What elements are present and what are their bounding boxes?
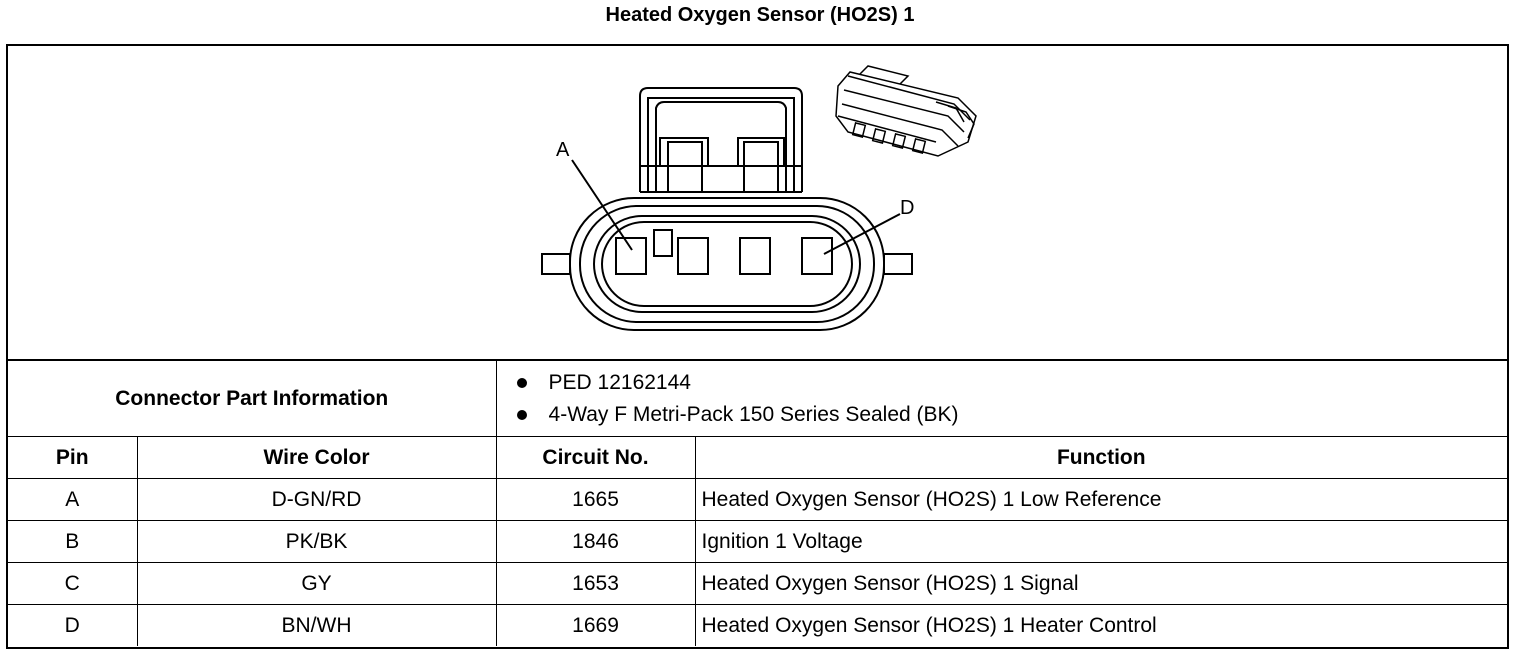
cell-pin: C (8, 562, 138, 605)
part-number-text: PED 12162144 (548, 370, 691, 394)
header-pin: Pin (8, 436, 138, 479)
table-row: B PK/BK 1846 Ignition 1 Voltage (8, 520, 1508, 563)
page-title: Heated Oxygen Sensor (HO2S) 1 (605, 4, 915, 26)
list-item: PED 12162144 (516, 367, 1502, 399)
cell-pin: D (8, 604, 138, 646)
table-header-row: Pin Wire Color Circuit No. Function (8, 436, 1508, 479)
pinout-table: Connector Part Information PED 12162144 … (8, 361, 1508, 646)
cell-circuit: 1669 (495, 604, 696, 646)
list-item: 4-Way F Metri-Pack 150 Series Sealed (BK… (516, 399, 1502, 431)
bullet-icon (516, 409, 527, 420)
header-function: Function (694, 436, 1508, 479)
connector-part-info-cell: PED 12162144 4-Way F Metri-Pack 150 Seri… (495, 361, 1508, 437)
cell-function: Ignition 1 Voltage (694, 520, 1508, 563)
pin-a-label: A (556, 139, 570, 161)
cell-circuit: 1846 (495, 520, 696, 563)
cell-pin: A (8, 478, 138, 521)
cell-function: Heated Oxygen Sensor (HO2S) 1 Low Refere… (694, 478, 1508, 521)
pin-d-label: D (900, 197, 914, 219)
connector-info-frame: A D Connector Part Information PED 12162… (6, 44, 1509, 649)
connector-part-info-list: PED 12162144 4-Way F Metri-Pack 150 Seri… (503, 367, 1502, 431)
connector-part-info-label: Connector Part Information (8, 361, 497, 437)
table-row: A D-GN/RD 1665 Heated Oxygen Sensor (HO2… (8, 478, 1508, 521)
connector-part-info-row: Connector Part Information PED 12162144 … (8, 361, 1508, 437)
cell-function: Heated Oxygen Sensor (HO2S) 1 Signal (694, 562, 1508, 605)
connector-diagram: A D (541, 65, 977, 331)
cell-function: Heated Oxygen Sensor (HO2S) 1 Heater Con… (694, 604, 1508, 646)
table-row: C GY 1653 Heated Oxygen Sensor (HO2S) 1 … (8, 562, 1508, 605)
header-wire-color: Wire Color (136, 436, 497, 479)
bullet-icon (516, 377, 527, 388)
cell-wire-color: D-GN/RD (136, 478, 497, 521)
cell-pin: B (8, 520, 138, 563)
cell-wire-color: BN/WH (136, 604, 497, 646)
header-circuit-no: Circuit No. (495, 436, 696, 479)
connector-diagram-area: A D (8, 46, 1507, 361)
cell-circuit: 1665 (495, 478, 696, 521)
connector-type-text: 4-Way F Metri-Pack 150 Series Sealed (BK… (548, 402, 959, 426)
table-row: D BN/WH 1669 Heated Oxygen Sensor (HO2S)… (8, 604, 1508, 646)
cell-wire-color: GY (136, 562, 497, 605)
cell-circuit: 1653 (495, 562, 696, 605)
cell-wire-color: PK/BK (136, 520, 497, 563)
